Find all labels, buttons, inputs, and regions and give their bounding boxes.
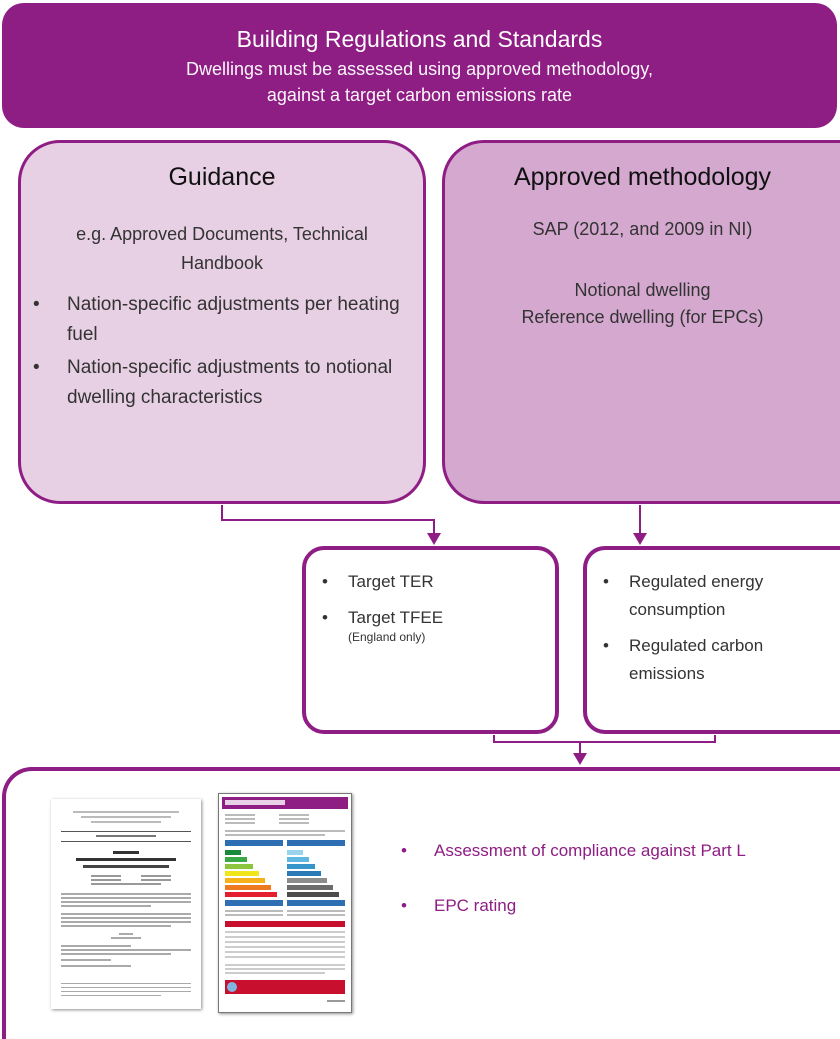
methodology-reference: Reference dwelling (for EPCs) [521, 307, 764, 327]
header-title: Building Regulations and Standards [236, 26, 603, 52]
outcome-epc-rating: EPC rating [434, 896, 517, 915]
bullet-icon: • [401, 841, 407, 860]
outcome-compliance: Assessment of compliance against Part L [434, 841, 746, 860]
regulated-energy: Regulated energy consumption [629, 572, 764, 619]
epc-certificate-icon [222, 797, 348, 1002]
target-tfee: Target TFEE [348, 608, 444, 627]
target-tfee-note: (England only) [348, 630, 426, 644]
guidance-title: Guidance [168, 163, 276, 191]
arrow-head-icon [427, 533, 441, 545]
target-list: • Target TER • Target TFEE (England only) [306, 568, 555, 644]
regulations-document-icon [61, 811, 191, 996]
connector-bottom-join [493, 735, 716, 743]
arrow-head-icon [573, 753, 587, 765]
guidance-bullet-text: Nation-specific adjustments per heating … [67, 294, 400, 345]
bullet-icon: • [33, 294, 40, 315]
bullet-icon: • [322, 608, 328, 627]
methodology-notional: Notional dwelling [574, 280, 711, 300]
guidance-subtitle: e.g. Approved Documents, Technical Handb… [76, 224, 368, 273]
guidance-box: Guidance e.g. Approved Documents, Techni… [18, 140, 426, 504]
outcomes-list: • Assessment of compliance against Part L… [401, 839, 746, 949]
regulated-carbon: Regulated carbon emissions [629, 636, 764, 683]
outcomes-box: • Assessment of compliance against Part L… [2, 767, 840, 1039]
regulated-item: • Regulated carbon emissions [603, 632, 840, 688]
target-ter: Target TER [348, 572, 434, 591]
header-banner: Building Regulations and Standards Dwell… [2, 3, 837, 128]
regulated-item: • Regulated energy consumption [603, 568, 840, 624]
epc-certificate-thumbnail [218, 793, 352, 1013]
bullet-icon: • [33, 357, 40, 378]
arrow-head-icon [633, 533, 647, 545]
guidance-bullet: • Nation-specific adjustments to notional… [33, 353, 423, 413]
target-item: • Target TFEE (England only) [322, 604, 555, 644]
header-subtitle-line-1: Dwellings must be assessed using approve… [186, 59, 653, 79]
header-subtitle-line-2: against a target carbon emissions rate [266, 85, 573, 105]
target-box: • Target TER • Target TFEE (England only) [302, 546, 559, 734]
bullet-icon: • [603, 636, 609, 655]
guidance-list: • Nation-specific adjustments per heating… [21, 290, 423, 413]
target-item: • Target TER [322, 568, 555, 596]
regulated-list: • Regulated energy consumption • Regulated… [587, 568, 840, 688]
guidance-bullet-text: Nation-specific adjustments to notional … [67, 357, 393, 408]
bullet-icon: • [603, 572, 609, 591]
bullet-icon: • [322, 572, 328, 591]
methodology-box: Approved methodology SAP (2012, and 2009… [442, 140, 840, 504]
regulated-box: • Regulated energy consumption • Regulated… [583, 546, 840, 734]
bullet-icon: • [401, 896, 407, 915]
methodology-sap: SAP (2012, and 2009 in NI) [532, 219, 753, 239]
methodology-title: Approved methodology [513, 163, 772, 191]
outcome-item: • Assessment of compliance against Part L [401, 839, 746, 863]
outcome-item: • EPC rating [401, 894, 746, 918]
regulations-document-thumbnail [51, 799, 201, 1009]
guidance-bullet: • Nation-specific adjustments per heating… [33, 290, 423, 350]
connector-guidance [221, 505, 435, 535]
